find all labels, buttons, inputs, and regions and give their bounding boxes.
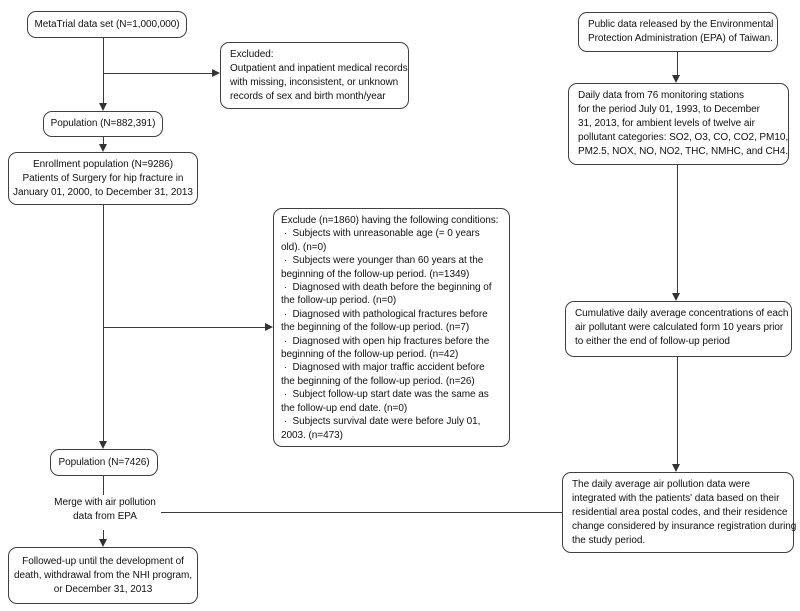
metatrial-dataset-box: MetaTrial data set (N=1,000,000) <box>27 11 187 38</box>
connector-population-enrollment <box>103 137 105 145</box>
arrowhead-down-icon <box>99 539 107 547</box>
daily-monitoring-data-box: Daily data from 76 monitoring stations f… <box>568 83 789 165</box>
arrowhead-down-icon <box>99 103 107 111</box>
arrowhead-down-icon <box>672 75 680 83</box>
arrowhead-down-icon <box>99 144 107 152</box>
connector-epa-dailydata <box>677 52 679 76</box>
excluded-records-box: Excluded: Outpatient and inpatient medic… <box>220 42 409 109</box>
connector-cumulative-integration <box>677 357 679 465</box>
arrowhead-down-icon <box>99 441 107 449</box>
exclude-conditions-box: Exclude (n=1860) having the following co… <box>273 208 510 447</box>
merge-epa-label: Merge with air pollution data from EPA <box>54 497 156 522</box>
cumulative-average-box: Cumulative daily average concentrations … <box>565 301 792 357</box>
connector-branch-excluded <box>103 73 213 75</box>
population-882391-box: Population (N=882,391) <box>43 111 163 137</box>
connector-population7426-merge <box>103 476 105 495</box>
connector-metatrial-population <box>103 38 105 104</box>
connector-branch-exclude-conditions <box>103 327 265 329</box>
arrowhead-down-icon <box>672 464 680 472</box>
epa-public-data-box: Public data released by the Environmenta… <box>578 12 778 52</box>
connector-merge-followup <box>103 530 105 540</box>
arrowhead-right-icon <box>265 323 273 331</box>
connector-dailydata-cumulative <box>677 165 679 294</box>
arrowhead-right-icon <box>212 69 220 77</box>
population-7426-box: Population (N=7426) <box>50 449 158 476</box>
followup-outcome-box: Followed-up until the development of dea… <box>8 547 198 604</box>
connector-merge-integration <box>161 512 562 514</box>
arrowhead-down-icon <box>672 293 680 301</box>
enrollment-population-box: Enrollment population (N=9286) Patients … <box>8 152 198 205</box>
data-integration-box: The daily average air pollution data wer… <box>562 472 796 553</box>
connector-enrollment-population7426 <box>103 205 105 443</box>
